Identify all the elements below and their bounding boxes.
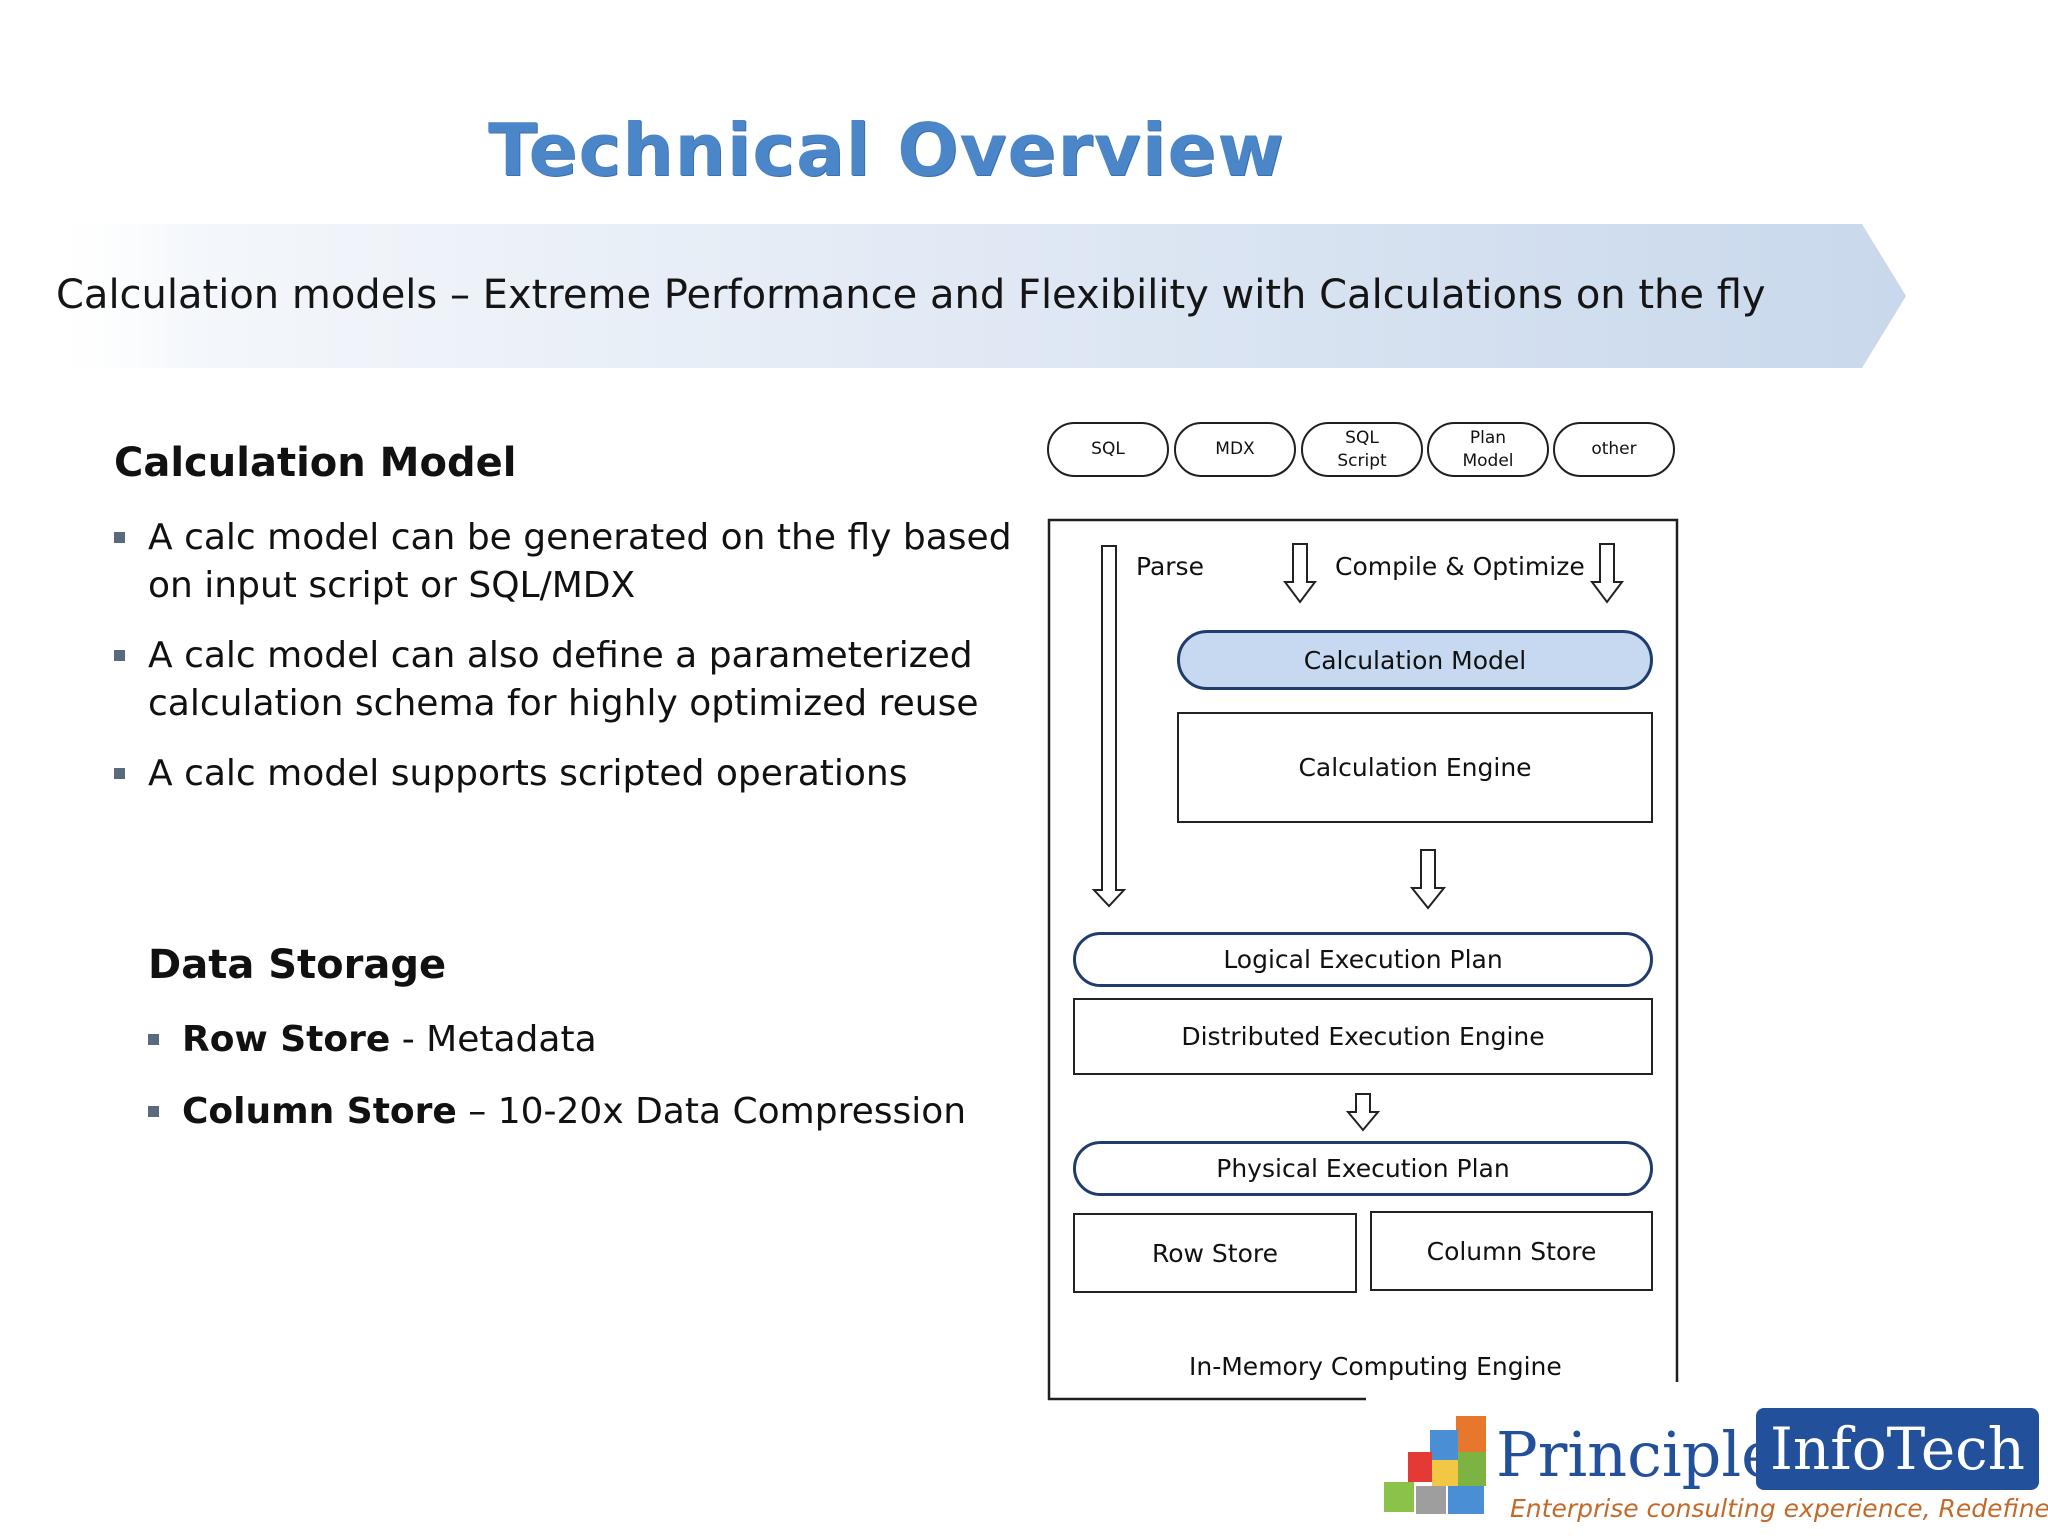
pill-label: other <box>1591 439 1637 459</box>
input-pill-plan-model: Plan Model <box>1427 422 1549 477</box>
input-pill-mdx: MDX <box>1174 422 1296 477</box>
data-storage-heading: Data Storage <box>148 942 447 988</box>
bullet-square-icon <box>148 1034 159 1045</box>
logo-name-part1: Principle <box>1496 1418 1778 1491</box>
bullet-square-icon <box>148 1106 159 1117</box>
bullet-line: calculation schema for highly optimized … <box>148 683 979 724</box>
column-store-term: Column Store <box>182 1091 457 1132</box>
bullet-item: A calc model can be generated on the fly… <box>114 514 1012 610</box>
page-title: Technical Overview <box>488 108 1285 192</box>
parse-label: Parse <box>1136 552 1204 581</box>
physical-execution-plan-box: Physical Execution Plan <box>1073 1141 1653 1196</box>
banner-arrow <box>40 224 1906 368</box>
pill-label: SQL <box>1091 439 1125 459</box>
company-logo: Principle InfoTech Enterprise consulting… <box>1380 1408 2048 1528</box>
pill-label: Plan Model <box>1462 427 1514 471</box>
bullet-line: A calc model can also define a parameter… <box>148 635 973 676</box>
bullet-item: A calc model supports scripted operation… <box>114 750 1012 798</box>
calc-model-heading: Calculation Model <box>114 440 517 486</box>
calculation-engine-box: Calculation Engine <box>1177 712 1653 823</box>
pill-label: SQL Script <box>1337 427 1387 471</box>
input-pill-sql-script: SQL Script <box>1301 422 1423 477</box>
calc-model-bullets: A calc model can be generated on the fly… <box>114 514 1012 820</box>
bullet-item: Row Store - Metadata <box>148 1016 966 1064</box>
bullet-square-icon <box>114 768 125 779</box>
pill-label: MDX <box>1215 439 1255 459</box>
logical-execution-plan-box: Logical Execution Plan <box>1073 932 1653 987</box>
bullet-item: Column Store – 10-20x Data Compression <box>148 1088 966 1136</box>
row-store-box: Row Store <box>1073 1213 1357 1293</box>
engine-down-arrow-icon <box>1409 849 1447 910</box>
input-pill-sql: SQL <box>1047 422 1169 477</box>
parse-arrow-icon <box>1091 545 1127 908</box>
row-store-term: Row Store <box>182 1019 391 1060</box>
physical-down-arrow-icon <box>1345 1093 1381 1132</box>
bullet-square-icon <box>114 650 125 661</box>
bullet-item: A calc model can also define a parameter… <box>114 632 1012 728</box>
banner-text: Calculation models – Extreme Performance… <box>56 272 1766 318</box>
bullet-line: A calc model can be generated on the fly… <box>148 517 1012 558</box>
calculation-model-box: Calculation Model <box>1177 630 1653 690</box>
compile-optimize-label: Compile & Optimize <box>1335 552 1585 581</box>
bullet-line: on input script or SQL/MDX <box>148 565 636 606</box>
bullet-square-icon <box>114 532 125 543</box>
column-store-desc: – 10-20x Data Compression <box>456 1091 967 1132</box>
in-memory-engine-label: In-Memory Computing Engine <box>1189 1352 1562 1381</box>
data-storage-bullets: Row Store - Metadata Column Store – 10-2… <box>148 1016 966 1158</box>
logo-blocks-icon <box>1384 1416 1486 1514</box>
logo-tagline: Enterprise consulting experience, Redefi… <box>1510 1494 2048 1523</box>
distributed-execution-engine-box: Distributed Execution Engine <box>1073 998 1653 1075</box>
column-store-box: Column Store <box>1370 1211 1653 1291</box>
compile-arrow-icon <box>1283 543 1317 604</box>
logo-name-part2: InfoTech <box>1756 1408 2039 1490</box>
bullet-line: A calc model supports scripted operation… <box>148 753 908 794</box>
row-store-desc: - Metadata <box>390 1019 597 1060</box>
input-pill-other: other <box>1553 422 1675 477</box>
optimize-arrow-icon <box>1590 543 1624 604</box>
